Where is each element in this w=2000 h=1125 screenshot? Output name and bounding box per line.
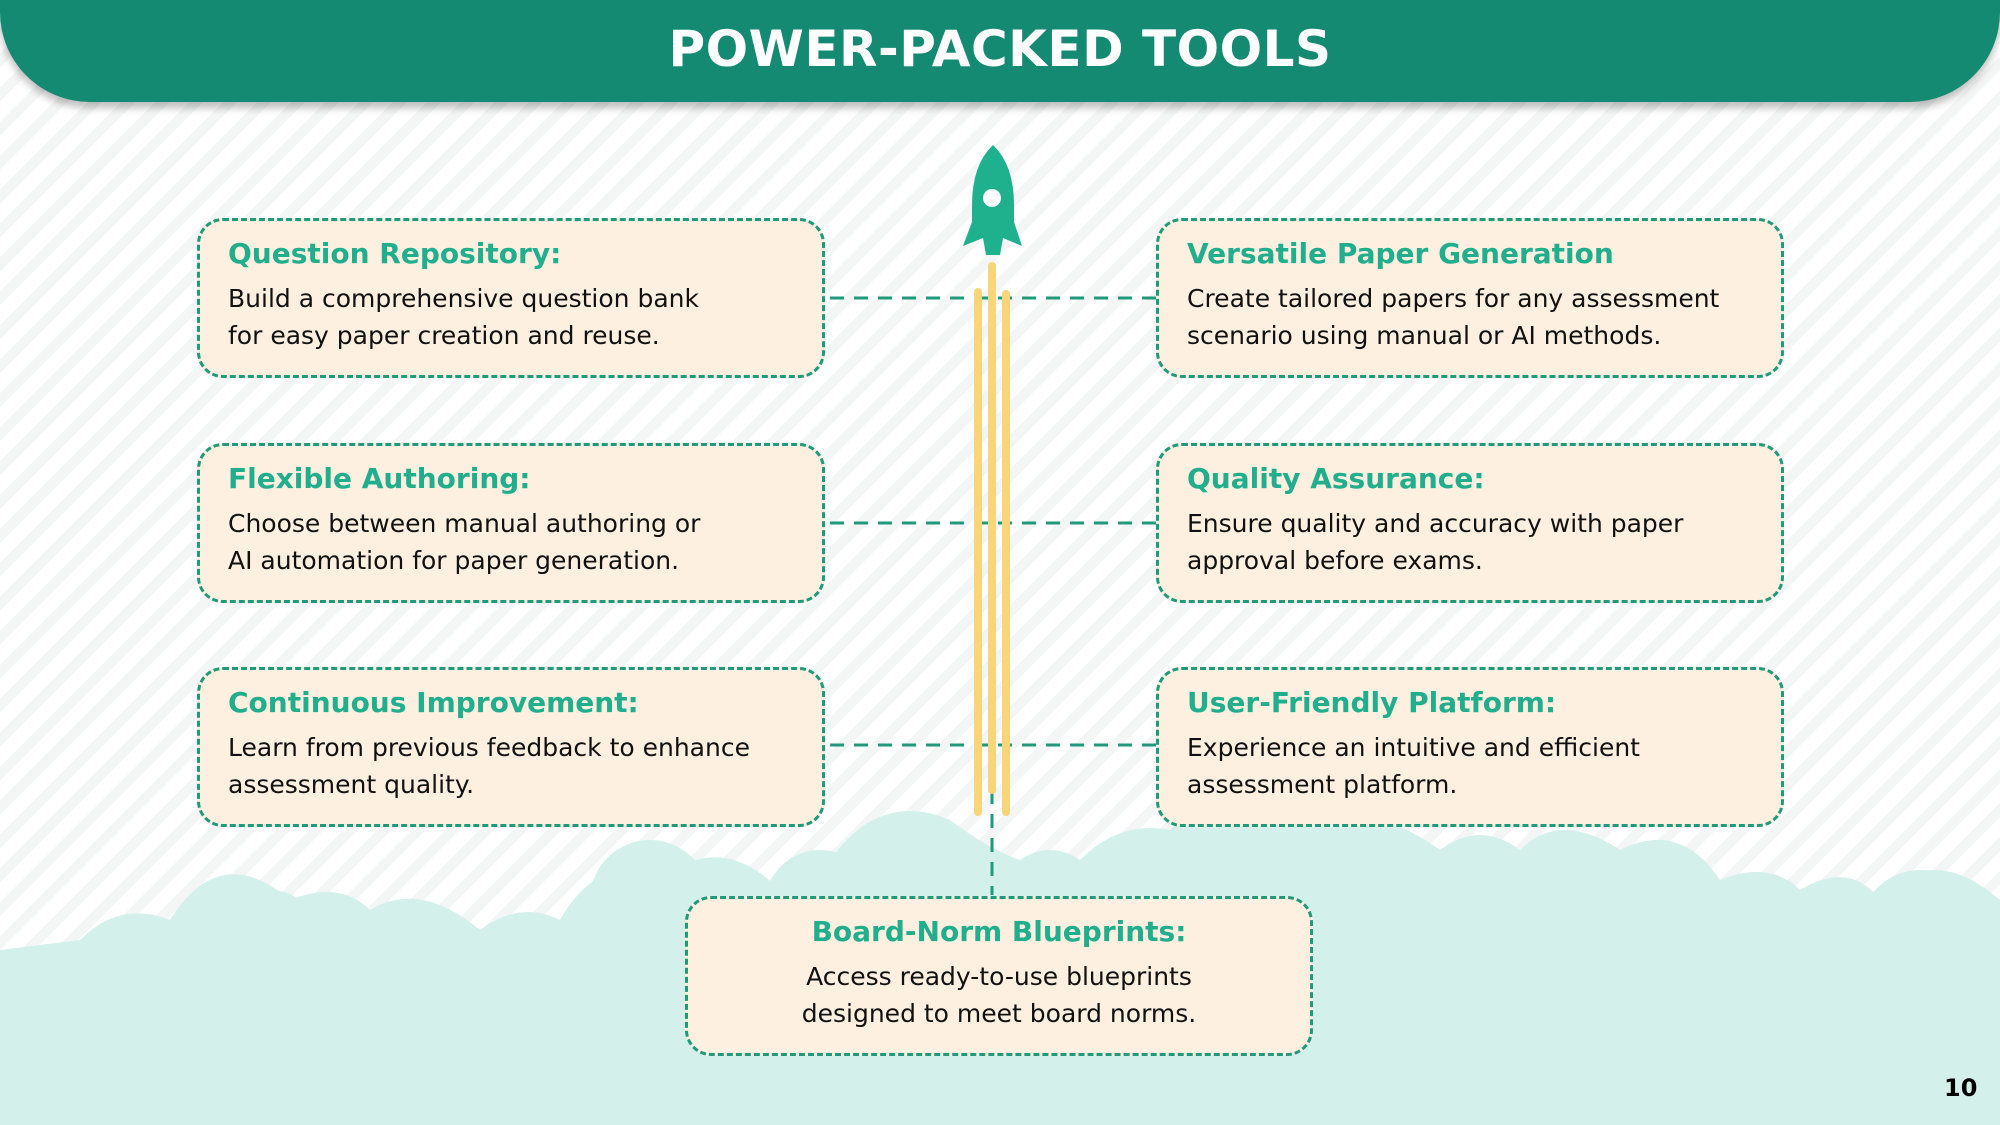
card-text: Choose between manual authoring or (228, 509, 701, 538)
card-title: Board-Norm Blueprints: (811, 915, 1187, 948)
card-board-norm-blueprints: Board-Norm Blueprints: Access ready-to-u… (685, 896, 1313, 1056)
card-title: User-Friendly Platform: (1187, 686, 1557, 719)
card-text: Experience an intuitive and efficient (1187, 733, 1640, 762)
card-text: Ensure quality and accuracy with paper (1187, 509, 1684, 538)
card-text: for easy paper creation and reuse. (228, 321, 660, 350)
card-question-repository: Question Repository: Build a comprehensi… (197, 218, 825, 378)
card-text: Create tailored papers for any assessmen… (1187, 284, 1720, 313)
page-number: 10 (1944, 1074, 1978, 1102)
card-quality-assurance: Quality Assurance: Ensure quality and ac… (1156, 443, 1784, 603)
card-text: Build a comprehensive question bank (228, 284, 699, 313)
card-versatile-paper-generation: Versatile Paper Generation Create tailor… (1156, 218, 1784, 378)
rocket-flames (974, 262, 1010, 816)
header-bar: POWER-PACKED TOOLS (0, 0, 2000, 102)
card-text: Access ready-to-use blueprints (806, 962, 1192, 991)
card-user-friendly-platform: User-Friendly Platform: Experience an in… (1156, 667, 1784, 827)
connector-lines (830, 296, 1156, 895)
card-flexible-authoring: Flexible Authoring: Choose between manua… (197, 443, 825, 603)
card-title: Quality Assurance: (1187, 462, 1485, 495)
card-continuous-improvement: Continuous Improvement: Learn from previ… (197, 667, 825, 827)
page-title: POWER-PACKED TOOLS (668, 20, 1332, 78)
card-title: Flexible Authoring: (228, 462, 531, 495)
rocket-icon (963, 145, 1022, 255)
card-text: AI automation for paper generation. (228, 546, 680, 575)
card-text: Learn from previous feedback to enhance (228, 733, 750, 762)
card-text: assessment platform. (1187, 770, 1458, 799)
card-title: Question Repository: (228, 237, 562, 270)
card-text: scenario using manual or AI methods. (1187, 321, 1662, 350)
card-title: Continuous Improvement: (228, 686, 639, 719)
card-title: Versatile Paper Generation (1187, 237, 1614, 270)
card-text: designed to meet board norms. (801, 999, 1197, 1028)
card-text: approval before exams. (1187, 546, 1483, 575)
card-text: assessment quality. (228, 770, 475, 799)
